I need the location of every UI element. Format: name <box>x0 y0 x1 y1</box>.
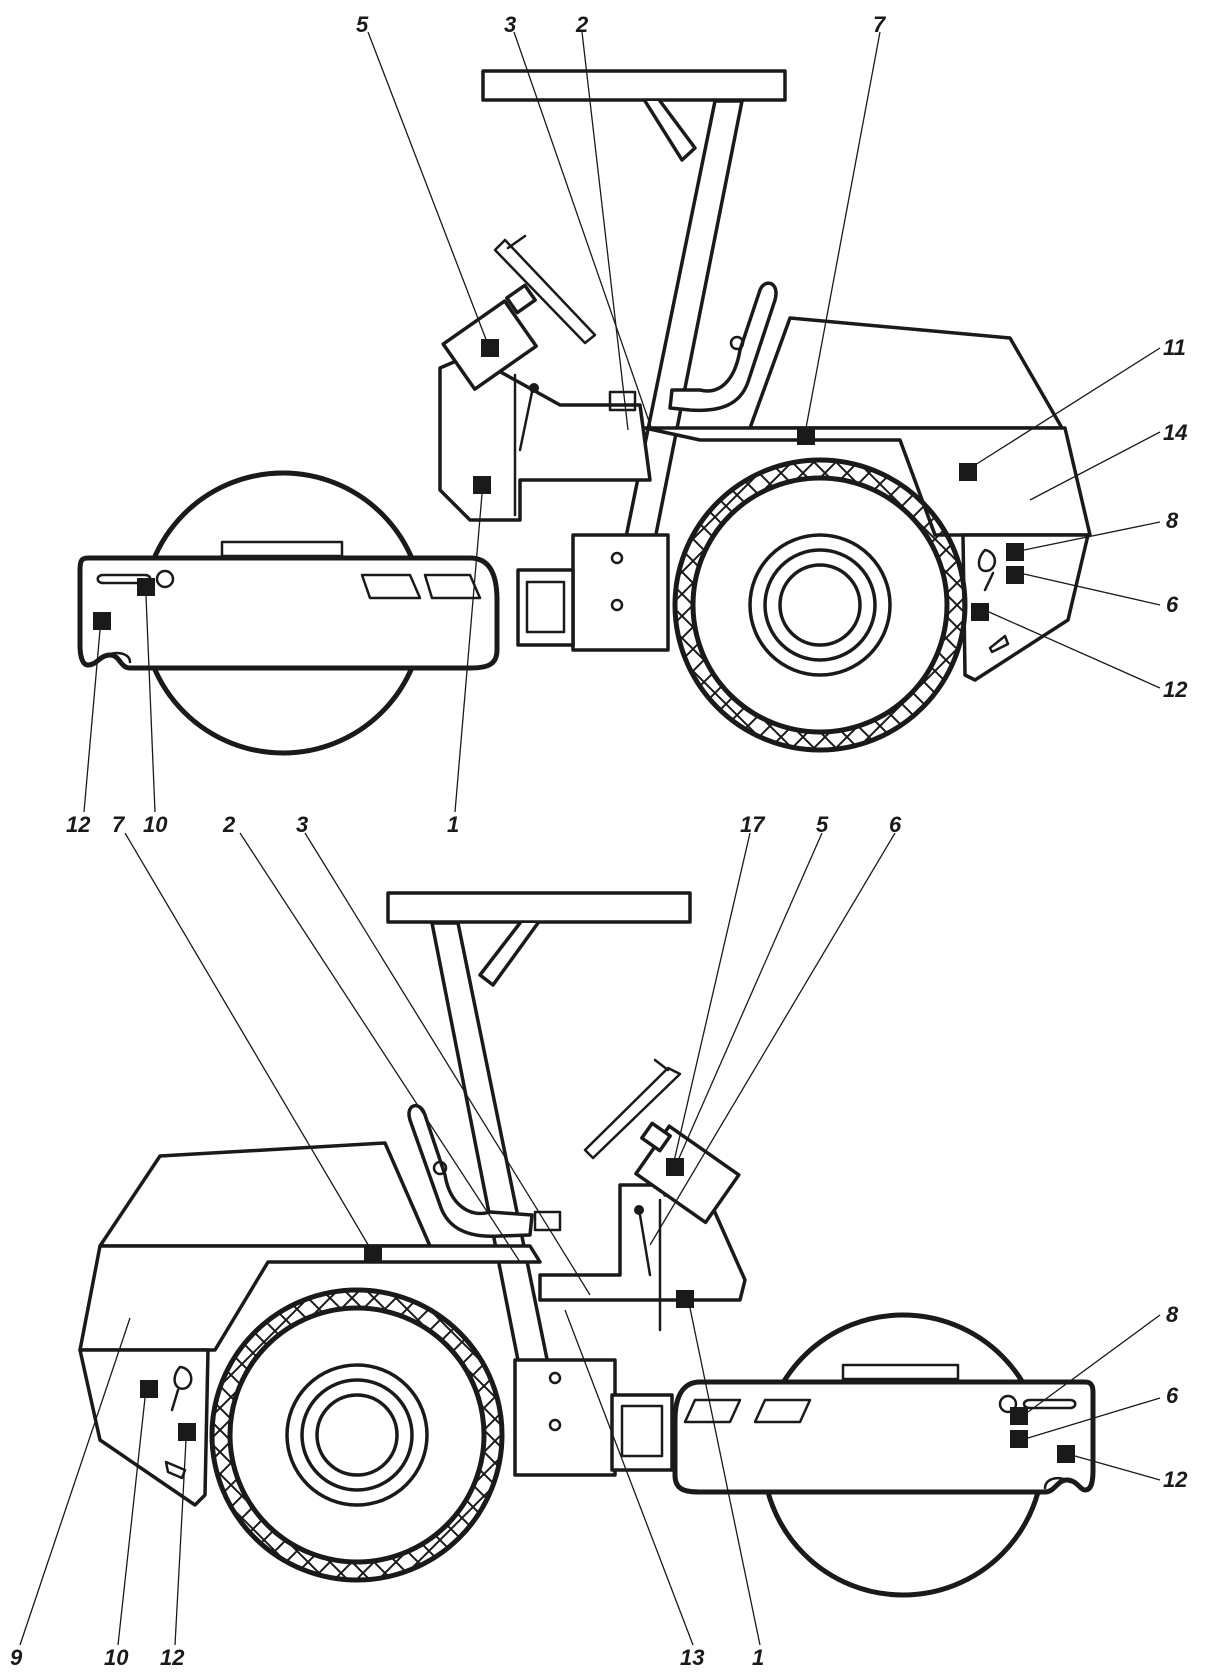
decal-marker <box>481 339 499 357</box>
callout-label: 3 <box>296 812 308 837</box>
steering-wheel <box>493 238 597 345</box>
decal-marker <box>140 1380 158 1398</box>
rops-brace <box>643 99 697 162</box>
callout-label: 2 <box>222 812 236 837</box>
decal-marker <box>473 476 491 494</box>
callout-label: 12 <box>1163 1467 1188 1492</box>
decal-marker <box>178 1423 196 1441</box>
callout-label: 11 <box>1163 335 1186 360</box>
callout-label: 8 <box>1166 1302 1179 1327</box>
callout-label: 2 <box>575 12 589 37</box>
callout-label: 10 <box>143 812 168 837</box>
engine-hood <box>98 1141 432 1248</box>
callout-label: 12 <box>66 812 91 837</box>
center-frame <box>571 533 670 652</box>
rops-canopy <box>481 69 787 102</box>
decal-marker <box>1006 543 1024 561</box>
callout-label: 10 <box>104 1645 129 1670</box>
callout-label: 7 <box>873 12 887 37</box>
callout-label: 14 <box>1163 420 1187 445</box>
decal-marker <box>93 612 111 630</box>
callout-label: 7 <box>112 812 126 837</box>
decal-marker <box>797 427 815 445</box>
decal-marker <box>364 1245 382 1263</box>
decal-marker <box>137 578 155 596</box>
operator-seat <box>668 281 778 413</box>
decal-marker <box>1006 566 1024 584</box>
callout-label: 9 <box>10 1645 23 1670</box>
decal-marker <box>1010 1430 1028 1448</box>
decal-marker <box>676 1290 694 1308</box>
callout-label: 12 <box>160 1645 185 1670</box>
callout-label: 17 <box>740 812 766 837</box>
callout-label: 5 <box>356 12 369 37</box>
callout-label: 6 <box>1166 1383 1179 1408</box>
callout-label: 3 <box>504 12 516 37</box>
callout-label: 8 <box>1166 508 1179 533</box>
rops-brace <box>478 921 540 987</box>
decal-marker <box>959 463 977 481</box>
callout-label: 6 <box>1166 592 1179 617</box>
callout-label: 13 <box>680 1645 704 1670</box>
roller-illustration-bottom <box>19 832 1161 1646</box>
rops-canopy <box>386 891 692 924</box>
callout-label: 12 <box>1163 677 1188 702</box>
callout-label: 1 <box>752 1645 764 1670</box>
operator-seat <box>407 1104 534 1239</box>
decal-marker <box>1010 1407 1028 1425</box>
decal-marker <box>666 1158 684 1176</box>
center-frame <box>513 1358 617 1477</box>
engine-hood <box>748 316 1064 430</box>
callout-label: 1 <box>447 812 459 837</box>
callout-label: 6 <box>889 812 902 837</box>
callout-label: 5 <box>816 812 829 837</box>
steering-wheel <box>583 1066 682 1160</box>
decal-marker <box>1057 1445 1075 1463</box>
decal-marker <box>971 603 989 621</box>
roller-illustration-top <box>77 31 1161 813</box>
